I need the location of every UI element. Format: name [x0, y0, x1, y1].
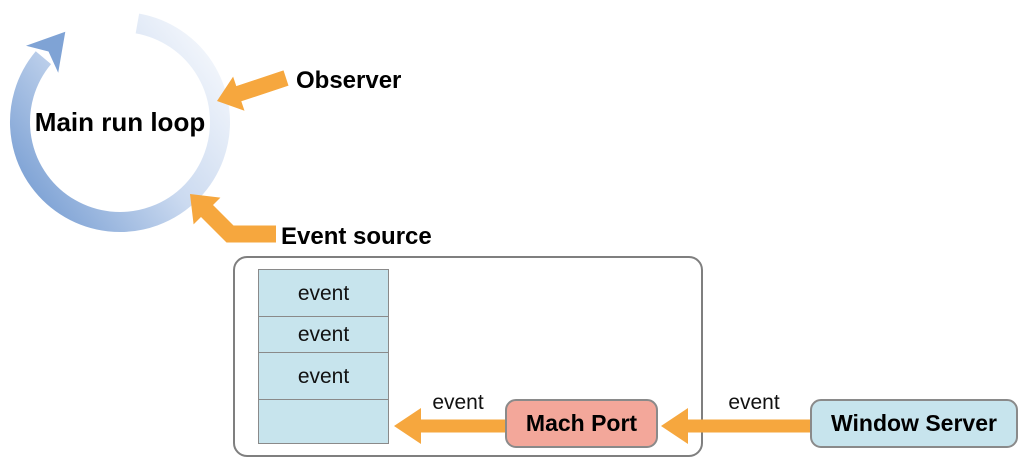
- observer-arrow-icon: [217, 70, 289, 111]
- event-source-label: Event source: [281, 223, 432, 250]
- port-to-queue-event-label: event: [432, 391, 484, 414]
- event-queue-cell: event: [258, 315, 389, 354]
- event-queue-cell-empty: [258, 398, 389, 444]
- run-loop-circular-arrow: [10, 13, 230, 232]
- main-run-loop-label: Main run loop: [34, 107, 206, 137]
- observer-label: Observer: [296, 67, 402, 94]
- mach-port-box: Mach Port: [505, 399, 658, 448]
- server-to-port-event-label: event: [728, 391, 780, 414]
- event-source-arrow-icon: [190, 194, 276, 243]
- run-loop-arrowhead-icon: [26, 31, 66, 73]
- event-queue-stack: event event event: [258, 269, 389, 444]
- event-queue-cell: event: [258, 352, 389, 400]
- event-queue-cell: event: [258, 269, 389, 317]
- window-server-box: Window Server: [810, 399, 1018, 448]
